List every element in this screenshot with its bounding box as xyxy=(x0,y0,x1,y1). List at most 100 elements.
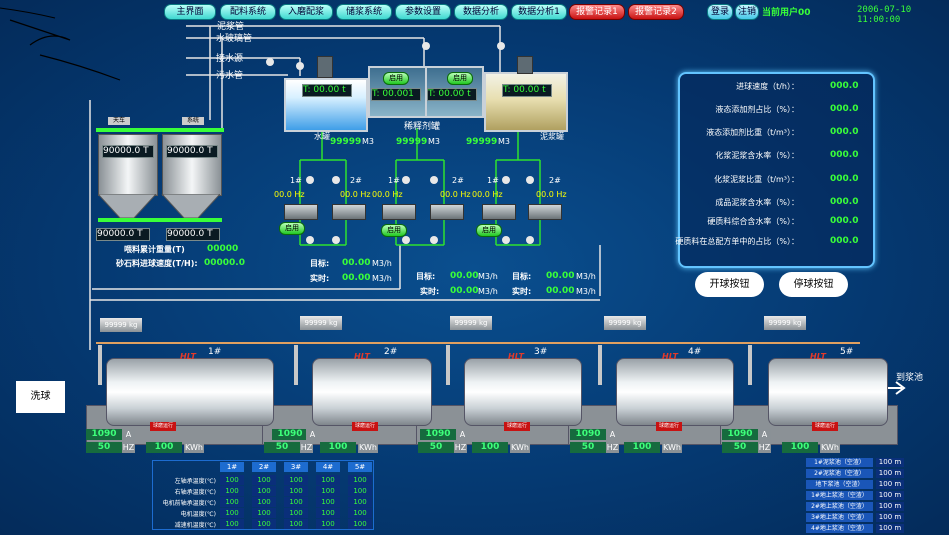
hopper-5: 99999 kg xyxy=(764,316,806,330)
param-value-1: 000.0 xyxy=(830,104,859,114)
hopper-3: 99999 kg xyxy=(450,316,492,330)
pool-label-6: 4#地上浆池（空渣） xyxy=(806,524,873,533)
water-tank-weight: T: 00.00 t xyxy=(302,84,352,97)
param-value-5: 000.0 xyxy=(830,197,859,207)
hopper-4-value: 99999 xyxy=(608,319,631,327)
pool-value-1: 100 m xyxy=(876,469,904,478)
nav-batching[interactable]: 配料系统 xyxy=(220,4,276,20)
pump-3b-hz-unit: Hz xyxy=(556,190,567,199)
pool-value-4: 100 m xyxy=(876,502,904,511)
mill-3-freq-unit: HZ xyxy=(454,442,467,453)
temp-cell-1-4: 100 xyxy=(348,486,372,496)
pump-3a-motor-icon[interactable] xyxy=(482,204,516,220)
group-2-target-unit: M3/h xyxy=(478,272,498,281)
temp-row-label-3: 电机温度(℃) xyxy=(180,511,216,518)
pump-2a-motor-icon[interactable] xyxy=(382,204,416,220)
param-value-0: 000.0 xyxy=(830,81,859,91)
start-mill-button[interactable]: 开球按钮 xyxy=(695,272,764,297)
pump-2b-motor-icon[interactable] xyxy=(430,204,464,220)
temp-cell-3-2: 100 xyxy=(284,508,308,518)
temp-cell-1-2: 100 xyxy=(284,486,308,496)
temp-cell-3-1: 100 xyxy=(252,508,276,518)
water-tank-t-label: T: xyxy=(303,85,311,95)
mill-2-brand: HLT xyxy=(354,352,370,361)
pump-1a-hz: 00.0 Hz xyxy=(274,190,305,199)
temp-cell-0-1: 100 xyxy=(252,475,276,485)
pump-2b-hz-unit: Hz xyxy=(460,190,471,199)
ball-mill-5[interactable] xyxy=(768,358,888,426)
pump-3b-motor-icon[interactable] xyxy=(528,204,562,220)
well-water-pipe-label: 接水源 xyxy=(216,54,244,64)
slurry-pipe-label: 泥浆管 xyxy=(217,22,245,32)
silo-left-unit: T xyxy=(143,146,149,156)
mill-2-current-unit: A xyxy=(306,429,319,440)
temp-header-2: 2# xyxy=(252,462,276,472)
pump-1a-motor-icon[interactable] xyxy=(284,204,318,220)
pump-1b-label: 2# xyxy=(350,176,362,185)
nav-analysis-1[interactable]: 数据分析1 xyxy=(511,4,567,20)
dilute-on-button-1[interactable]: 启用 xyxy=(383,72,409,85)
pool-value-5: 100 m xyxy=(876,513,904,522)
to-pool-label: 到浆池 xyxy=(896,373,924,383)
hopper-4-unit: kg xyxy=(633,319,642,327)
nav-storage[interactable]: 储浆系统 xyxy=(336,4,392,20)
ball-mill-2[interactable] xyxy=(312,358,432,426)
param-label-1: 液态添加剂占比（%）： xyxy=(715,105,799,114)
pump-2a-hz: 00.0 Hz xyxy=(372,190,403,199)
mill-3-current-unit: A xyxy=(456,429,469,440)
temperature-table xyxy=(152,460,374,530)
pool-value-0: 100 m xyxy=(876,458,904,467)
ball-mill-3[interactable] xyxy=(464,358,582,426)
pool-label-5: 3#地上浆池（空渣） xyxy=(806,513,873,522)
dilute-left-weight: T: 00.001 xyxy=(371,88,421,101)
water-tank-volume-unit: M3 xyxy=(362,137,374,146)
user-value: 00 xyxy=(798,8,811,18)
hopper-2: 99999 kg xyxy=(300,316,342,330)
silo-right-value: 90000.0 T xyxy=(166,145,218,158)
pool-value-6: 100 m xyxy=(876,524,904,533)
pump-group-3-on-button[interactable]: 启用 xyxy=(476,224,502,237)
pump-1b-motor-icon[interactable] xyxy=(332,204,366,220)
ball-mill-4[interactable] xyxy=(616,358,734,426)
water-tank-t-value: 00.00 xyxy=(313,85,340,95)
mud-tank-volume-unit: M3 xyxy=(498,137,510,146)
pump-group-1-on-button[interactable]: 启用 xyxy=(279,222,305,235)
stop-mill-button[interactable]: 停球按钮 xyxy=(779,272,848,297)
nav-alarm-2[interactable]: 报警记录2 xyxy=(628,4,684,20)
ball-mill-1[interactable] xyxy=(106,358,274,426)
pump-3a-hz-unit: Hz xyxy=(492,190,503,199)
mud-tank-motor-icon xyxy=(517,56,533,74)
pump-1a-hz-unit: Hz xyxy=(294,190,305,199)
pool-value-2: 100 m xyxy=(876,480,904,489)
temp-header-1: 1# xyxy=(220,462,244,472)
pump-3a-hz: 00.0 Hz xyxy=(472,190,503,199)
mill-5-freq-unit: HZ xyxy=(758,442,771,453)
pump-1b-hz: 00.0 Hz xyxy=(340,190,371,199)
mill-5-current-unit: A xyxy=(758,429,771,440)
mill-4-number: 4# xyxy=(688,347,702,357)
nav-analysis[interactable]: 数据分析 xyxy=(454,4,508,20)
login-button[interactable]: 登录 xyxy=(707,4,733,20)
nav-mill-slurry[interactable]: 入磨配浆 xyxy=(279,4,333,20)
wash-button[interactable]: 洗球 xyxy=(16,381,65,413)
pump-group-2-on-button[interactable]: 启用 xyxy=(381,224,407,237)
water-tank-motor-icon xyxy=(317,56,333,78)
nav-params[interactable]: 参数设置 xyxy=(395,4,451,20)
silo-bottom-right-value: 90000.0 xyxy=(167,229,205,239)
mill-1-current: 1090 xyxy=(86,429,122,440)
mill-4-current: 1090 xyxy=(570,429,606,440)
nav-alarm-1[interactable]: 报警记录1 xyxy=(569,4,625,20)
param-value-3: 000.0 xyxy=(830,150,859,160)
pump-3a-label: 1# xyxy=(487,176,499,185)
group-2-actual-label: 实时: xyxy=(420,287,440,296)
temp-cell-4-1: 100 xyxy=(252,519,276,529)
dilute-right-t-unit: t xyxy=(467,89,471,99)
silo-bottom-right: 90000.0 T xyxy=(166,228,220,241)
param-label-7: 硬质料在总配方单中的占比（%）： xyxy=(675,237,799,246)
dilute-on-button-2[interactable]: 启用 xyxy=(447,72,473,85)
pump-1b-hz-unit: Hz xyxy=(360,190,371,199)
logout-button[interactable]: 注销 xyxy=(735,4,759,20)
mill-1-current-unit: A xyxy=(122,429,135,440)
temp-cell-2-1: 100 xyxy=(252,497,276,507)
nav-main[interactable]: 主界面 xyxy=(164,4,216,20)
